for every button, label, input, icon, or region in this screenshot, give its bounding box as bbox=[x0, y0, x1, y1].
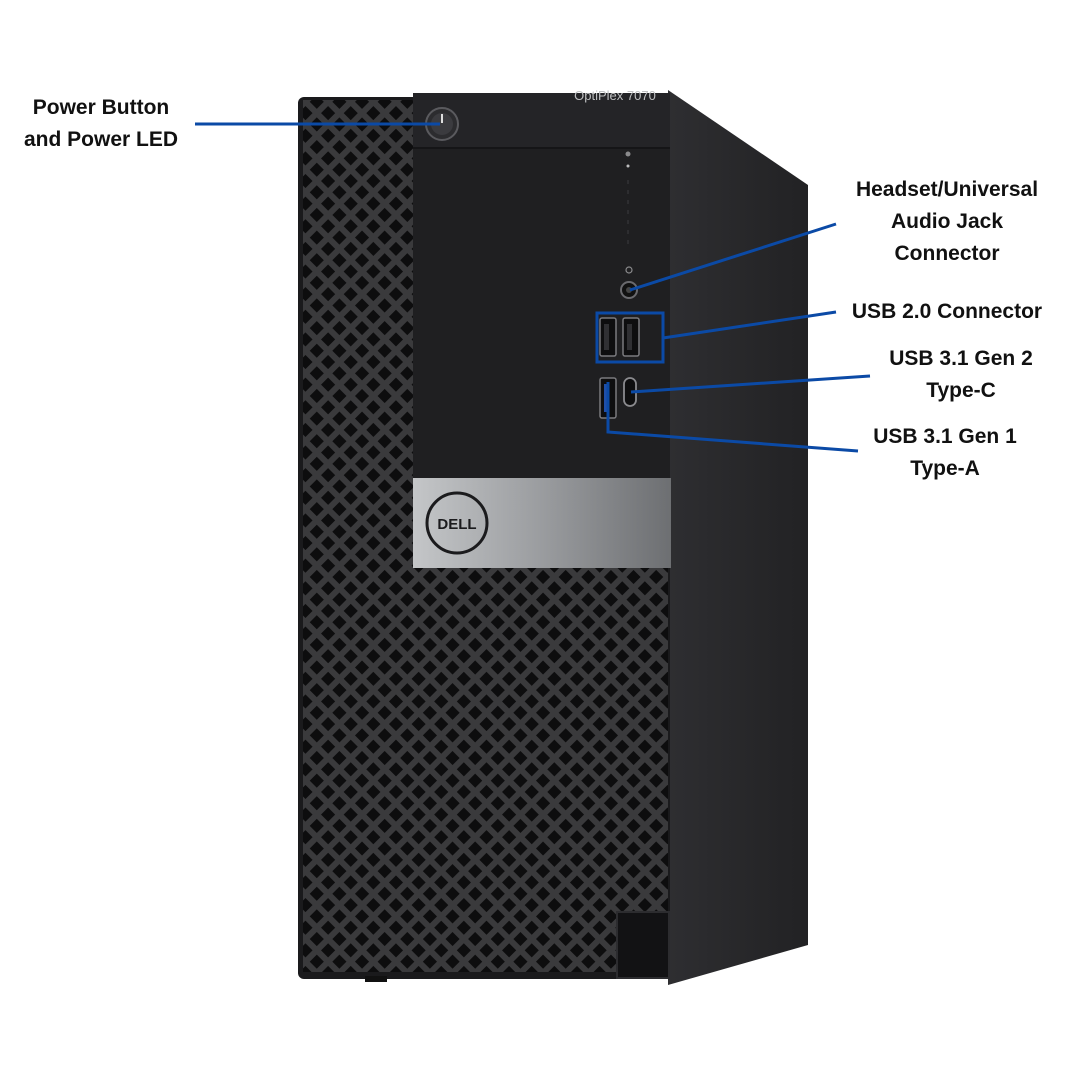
callout-usb-2: USB 2.0 Connector bbox=[851, 300, 1043, 323]
service-tag-slot bbox=[616, 911, 670, 979]
usb-2-port-left[interactable] bbox=[599, 317, 617, 357]
audio-jack[interactable] bbox=[620, 266, 638, 299]
leader-line-usbc bbox=[630, 374, 871, 394]
dell-logo: DELL bbox=[425, 491, 489, 555]
leader-line-audio bbox=[629, 222, 837, 292]
usb-2-port-right[interactable] bbox=[622, 317, 640, 357]
svg-text:DELL: DELL bbox=[437, 516, 476, 533]
case-side-panel bbox=[668, 90, 808, 985]
callout-power: Power Button and Power LED bbox=[23, 96, 179, 151]
leader-line-usb2 bbox=[595, 310, 837, 364]
callout-audio-jack: Headset/Universal Audio Jack Connector bbox=[855, 178, 1039, 265]
leader-line-usba bbox=[606, 382, 859, 453]
vent-grill-bottom bbox=[413, 568, 668, 972]
model-label: OptiPlex 7070 bbox=[574, 88, 656, 103]
drive-activity-light-icon bbox=[625, 151, 631, 168]
callout-usb-a: USB 3.1 Gen 1 Type-A bbox=[873, 425, 1017, 480]
vent-grill-left bbox=[303, 100, 413, 972]
leader-lines bbox=[195, 122, 871, 453]
callout-usb-c: USB 3.1 Gen 2 Type-C bbox=[889, 347, 1033, 402]
